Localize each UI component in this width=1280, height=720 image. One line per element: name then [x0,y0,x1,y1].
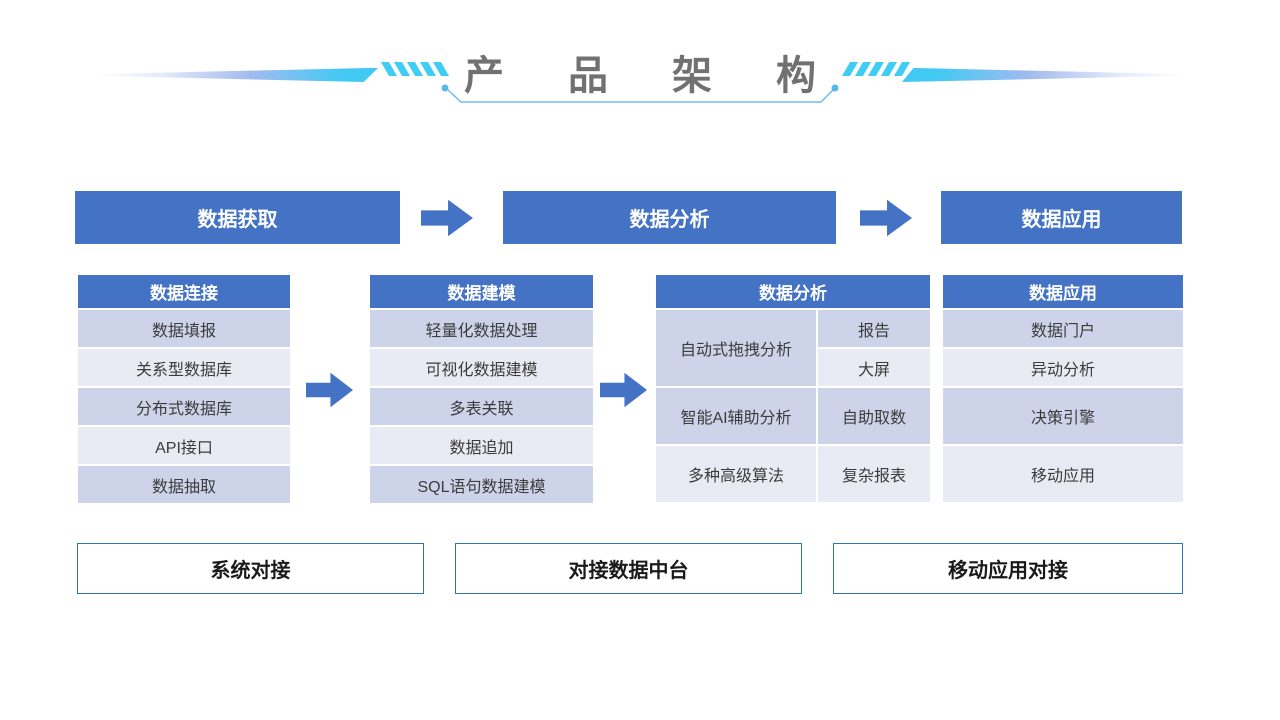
page-title: 产品架构 [464,54,880,98]
table-row: 数据填报 [78,310,290,347]
title-underline-decoration [441,84,839,103]
right-arrow-icon [421,199,473,237]
table-row: 数据抽取 [78,466,290,503]
table-cell-self-query: 自助取数 [818,388,930,444]
table-cell-bigscreen: 大屏 [818,349,930,386]
table-cell-ai-analysis: 智能AI辅助分析 [656,388,816,444]
table-row: SQL语句数据建模 [370,466,593,503]
table-header: 数据应用 [943,275,1183,308]
table-data-modeling: 数据建模 轻量化数据处理 可视化数据建模 多表关联 数据追加 SQL语句数据建模 [370,275,593,503]
table-row: 数据追加 [370,427,593,464]
table-data-application: 数据应用 数据门户 异动分析 决策引擎 移动应用 [943,275,1183,502]
table-row: 数据门户 [943,310,1183,347]
table-row: 异动分析 [943,349,1183,386]
table-row: 轻量化数据处理 [370,310,593,347]
footer-box-data-middle-platform: 对接数据中台 [455,543,802,594]
table-row: 多表关联 [370,388,593,425]
table-header: 数据分析 [656,275,930,308]
table-row: 关系型数据库 [78,349,290,386]
table-row: 可视化数据建模 [370,349,593,386]
right-arrow-icon [600,372,647,408]
table-row: API接口 [78,427,290,464]
flow-step-data-application: 数据应用 [941,191,1182,244]
table-header: 数据连接 [78,275,290,308]
table-row: 决策引擎 [943,388,1183,444]
header-slashes-right-icon [841,62,911,76]
table-data-connect: 数据连接 数据填报 关系型数据库 分布式数据库 API接口 数据抽取 [78,275,290,503]
table-header: 数据建模 [370,275,593,308]
flow-step-data-acquisition: 数据获取 [75,191,400,244]
table-cell-algorithms: 多种高级算法 [656,446,816,502]
flow-step-data-analysis: 数据分析 [503,191,836,244]
table-cell-report: 报告 [818,310,930,347]
footer-box-mobile-app-integration: 移动应用对接 [833,543,1183,594]
table-data-analysis: 数据分析 自动式拖拽分析 报告 大屏 智能AI辅助分析 自助取数 多种高级算法 … [656,275,930,502]
table-cell-complex-report: 复杂报表 [818,446,930,502]
footer-box-system-integration: 系统对接 [77,543,424,594]
analysis-grid: 自动式拖拽分析 报告 大屏 智能AI辅助分析 自助取数 多种高级算法 复杂报表 [656,310,930,502]
right-arrow-icon [306,372,353,408]
table-cell-drag-analysis: 自动式拖拽分析 [656,310,816,386]
table-row: 移动应用 [943,446,1183,502]
table-row: 分布式数据库 [78,388,290,425]
right-arrow-icon [860,199,912,237]
